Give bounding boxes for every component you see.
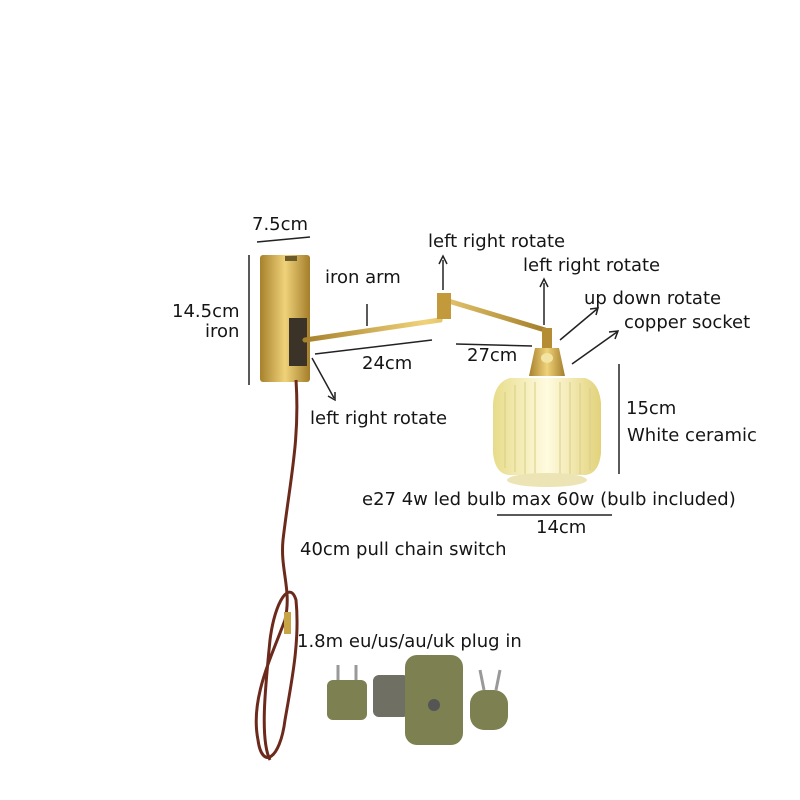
plugs bbox=[327, 655, 508, 745]
plug-info-label: 1.8m eu/us/au/uk plug in bbox=[297, 631, 522, 652]
arm1-length-label: 24cm bbox=[362, 353, 413, 374]
socket-material-label: copper socket bbox=[624, 312, 751, 333]
shade-height-label: 15cm bbox=[626, 398, 677, 419]
ceramic-shade bbox=[493, 378, 601, 475]
backplate-height-label: 14.5cm bbox=[172, 301, 240, 322]
arm-material-label: iron arm bbox=[325, 267, 401, 288]
pull-switch bbox=[284, 612, 291, 634]
joint1-rotate-label: left right rotate bbox=[428, 231, 566, 252]
switch-info-label: 40cm pull chain switch bbox=[300, 539, 507, 560]
dimension-lines bbox=[248, 236, 620, 516]
backplate-width-label: 7.5cm bbox=[252, 214, 309, 235]
bulb-info-label: e27 4w led bulb max 60w (bulb included) bbox=[362, 489, 736, 510]
shade-material-label: White ceramic bbox=[627, 425, 757, 446]
socket-rotate-label: up down rotate bbox=[584, 288, 722, 309]
swing-arm bbox=[302, 296, 548, 343]
arm2-length-label: 27cm bbox=[467, 345, 518, 366]
joint2-rotate-label: left right rotate bbox=[523, 255, 661, 276]
power-cord bbox=[254, 379, 299, 761]
base-rotate-label: left right rotate bbox=[310, 408, 448, 429]
backplate-material-label: iron bbox=[205, 321, 240, 342]
shade-width-label: 14cm bbox=[536, 517, 587, 538]
